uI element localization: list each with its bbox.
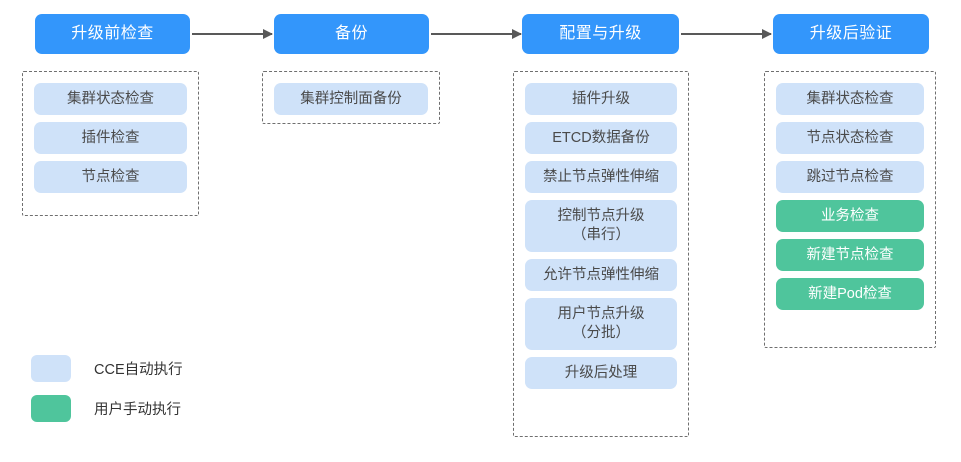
legend-swatch-auto	[31, 355, 71, 382]
stage-group-box-pre-upgrade-check: 集群状态检查 插件检查 节点检查	[22, 71, 199, 216]
task-item: 插件检查	[34, 122, 187, 154]
task-item: 业务检查	[776, 200, 924, 232]
legend-row-manual: 用户手动执行	[31, 395, 181, 422]
task-item: 集群状态检查	[34, 83, 187, 115]
task-item: 用户节点升级 （分批）	[525, 298, 677, 350]
task-item: 集群控制面备份	[274, 83, 428, 115]
task-item: ETCD数据备份	[525, 122, 677, 154]
task-item: 升级后处理	[525, 357, 677, 389]
task-item: 控制节点升级 （串行）	[525, 200, 677, 252]
task-item: 插件升级	[525, 83, 677, 115]
legend-label-auto: CCE自动执行	[94, 362, 183, 378]
stage-header-config-and-upgrade: 配置与升级	[522, 14, 679, 54]
task-item: 跳过节点检查	[776, 161, 924, 193]
flow-arrow-2	[431, 29, 522, 39]
flow-arrow-1	[192, 29, 273, 39]
legend-swatch-manual	[31, 395, 71, 422]
task-item: 允许节点弹性伸缩	[525, 259, 677, 291]
stage-header-pre-upgrade-check: 升级前检查	[35, 14, 190, 54]
stage-group-box-post-upgrade-verification: 集群状态检查 节点状态检查 跳过节点检查 业务检查 新建节点检查 新建Pod检查	[764, 71, 936, 348]
task-item: 新建节点检查	[776, 239, 924, 271]
task-item: 新建Pod检查	[776, 278, 924, 310]
task-item: 集群状态检查	[776, 83, 924, 115]
legend-label-manual: 用户手动执行	[94, 402, 181, 418]
stage-group-box-backup: 集群控制面备份	[262, 71, 440, 124]
stage-group-box-config-and-upgrade: 插件升级 ETCD数据备份 禁止节点弹性伸缩 控制节点升级 （串行） 允许节点弹…	[513, 71, 689, 437]
task-item: 禁止节点弹性伸缩	[525, 161, 677, 193]
stage-header-backup: 备份	[274, 14, 429, 54]
legend-row-auto: CCE自动执行	[31, 355, 183, 382]
stage-header-post-upgrade-verification: 升级后验证	[773, 14, 929, 54]
task-item: 节点状态检查	[776, 122, 924, 154]
task-item: 节点检查	[34, 161, 187, 193]
flow-arrow-3	[681, 29, 772, 39]
